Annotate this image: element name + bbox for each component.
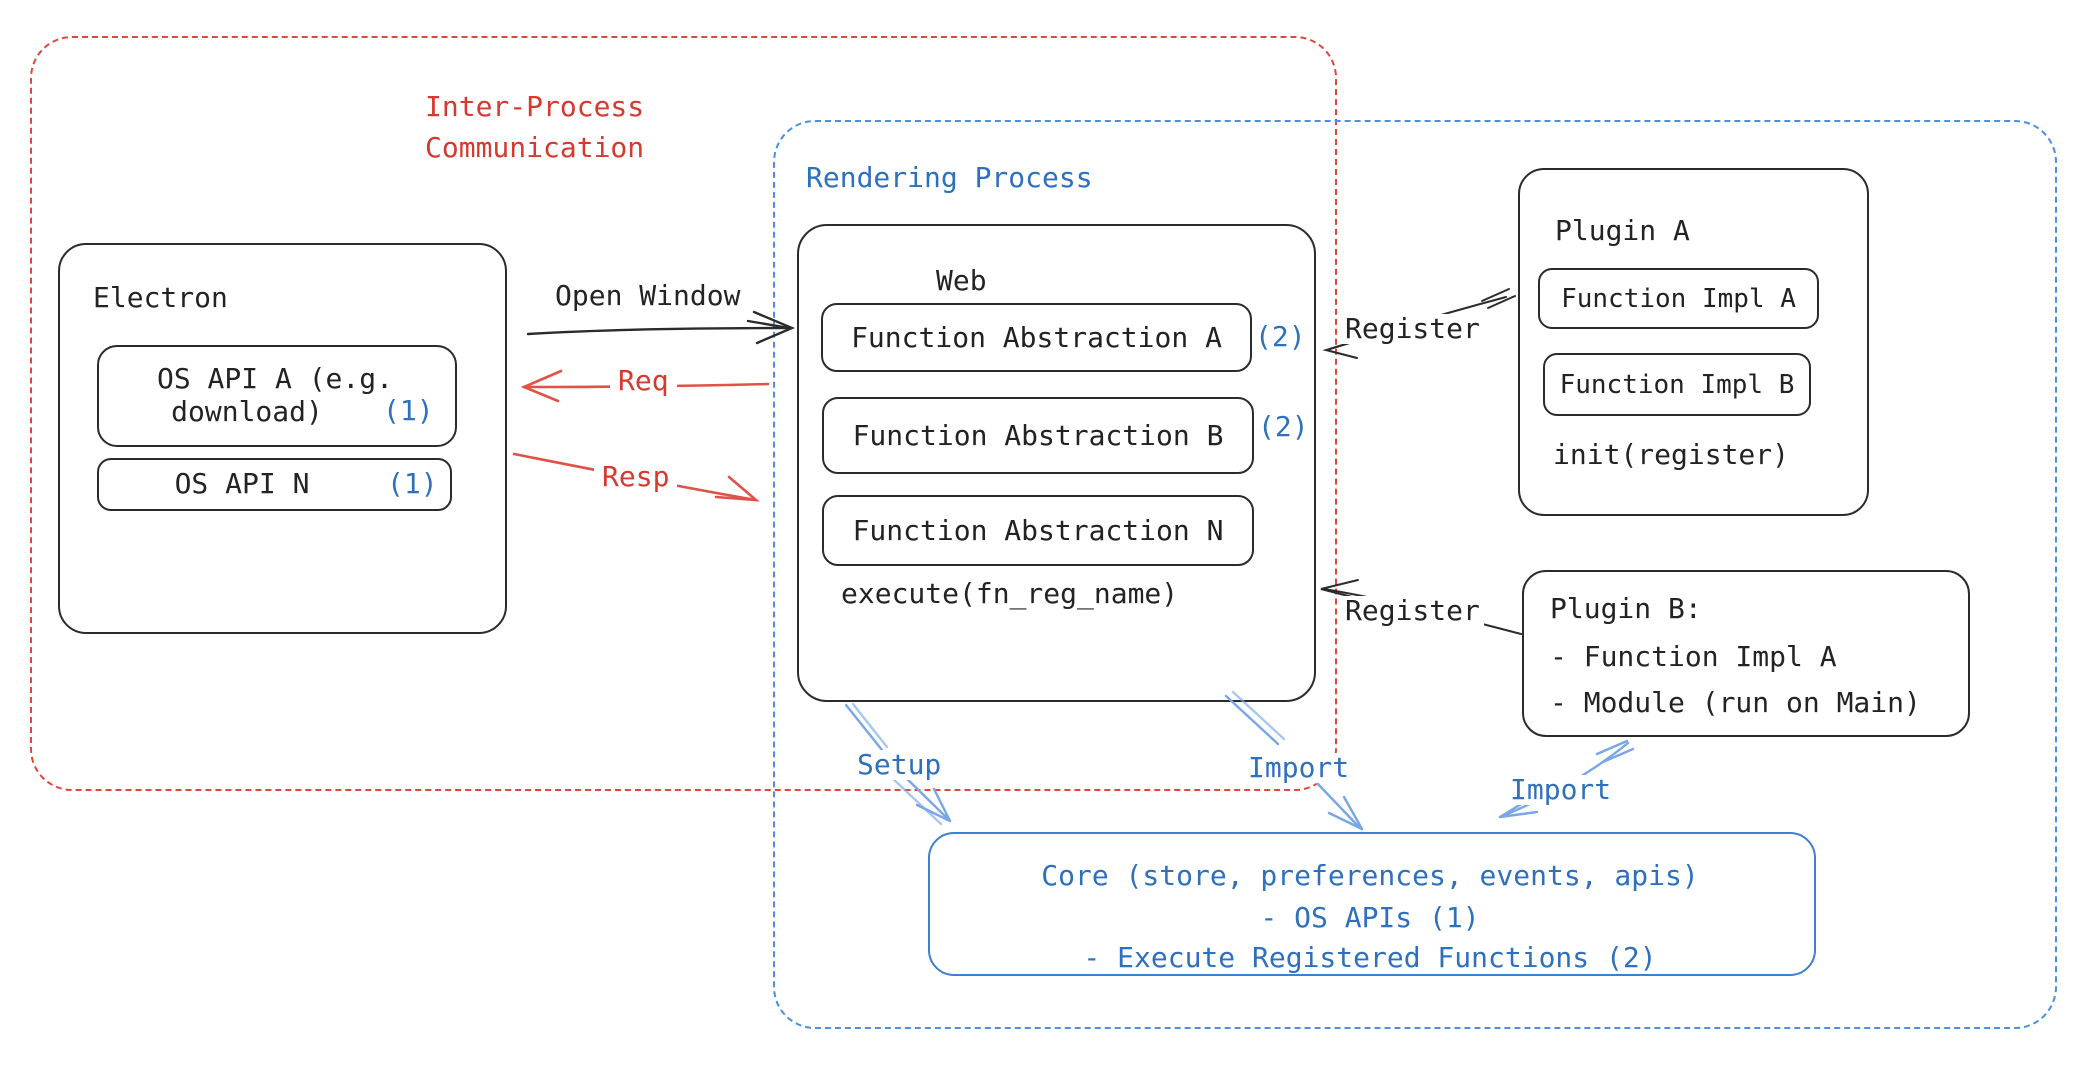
plugin-b-item2: - Module (run on Main) (1550, 686, 1921, 719)
resp-label: Resp (594, 462, 678, 492)
core-line3: - Execute Registered Functions (2) (1083, 941, 1657, 974)
rendering-process-label: Rendering Process (806, 161, 1093, 194)
core-line1: Core (store, preferences, events, apis) (1041, 859, 1699, 892)
os-api-n-badge: (1) (387, 467, 438, 500)
electron-title: Electron (93, 281, 228, 314)
plugin-b-title: Plugin B: (1550, 592, 1702, 625)
core-box (928, 832, 1816, 976)
os-api-a-badge: (1) (383, 394, 434, 427)
req-label: Req (610, 366, 677, 396)
function-impl-b-label: Function Impl B (1559, 369, 1795, 400)
plugin-a-box (1518, 168, 1869, 516)
setup-label: Setup (849, 750, 950, 780)
function-abstraction-a-label: Function Abstraction A (851, 321, 1222, 354)
open-window-label: Open Window (555, 279, 741, 312)
init-register-text: init(register) (1553, 438, 1790, 471)
ipc-label-line2: Communication (425, 131, 645, 164)
import1-label: Import (1240, 753, 1358, 783)
ipc-group-box (30, 36, 1337, 791)
fa-a-badge: (2) (1255, 320, 1306, 353)
os-api-n-label: OS API N (174, 467, 310, 500)
execute-call-text: execute(fn_reg_name) (841, 577, 1179, 610)
os-api-a-line1: OS API A (e.g. (156, 362, 393, 395)
web-title: Web (936, 264, 987, 297)
plugin-b-box (1522, 570, 1970, 737)
plugin-a-title: Plugin A (1555, 214, 1690, 247)
plugin-b-item1: - Function Impl A (1550, 640, 1837, 673)
function-abstraction-n-box: Function Abstraction N (822, 495, 1254, 566)
core-line2: - OS APIs (1) (1260, 901, 1480, 934)
register2-label: Register (1341, 596, 1484, 626)
function-impl-a-label: Function Impl A (1561, 283, 1796, 314)
function-impl-a-box: Function Impl A (1538, 268, 1819, 329)
function-abstraction-b-box: Function Abstraction B (822, 397, 1254, 474)
ipc-label-line1: Inter-Process (425, 90, 645, 123)
os-api-a-line2: download) (171, 395, 323, 428)
function-abstraction-n-label: Function Abstraction N (852, 514, 1224, 547)
register1-label: Register (1341, 314, 1484, 344)
os-api-n-box (97, 458, 452, 511)
function-impl-b-box: Function Impl B (1543, 353, 1811, 416)
function-abstraction-b-label: Function Abstraction B (852, 419, 1224, 452)
fa-b-badge: (2) (1258, 410, 1309, 443)
os-api-a-box (97, 345, 457, 447)
function-abstraction-a-box: Function Abstraction A (821, 303, 1252, 372)
rendering-process-group-box (773, 120, 2057, 1029)
import2-label: Import (1502, 775, 1620, 805)
